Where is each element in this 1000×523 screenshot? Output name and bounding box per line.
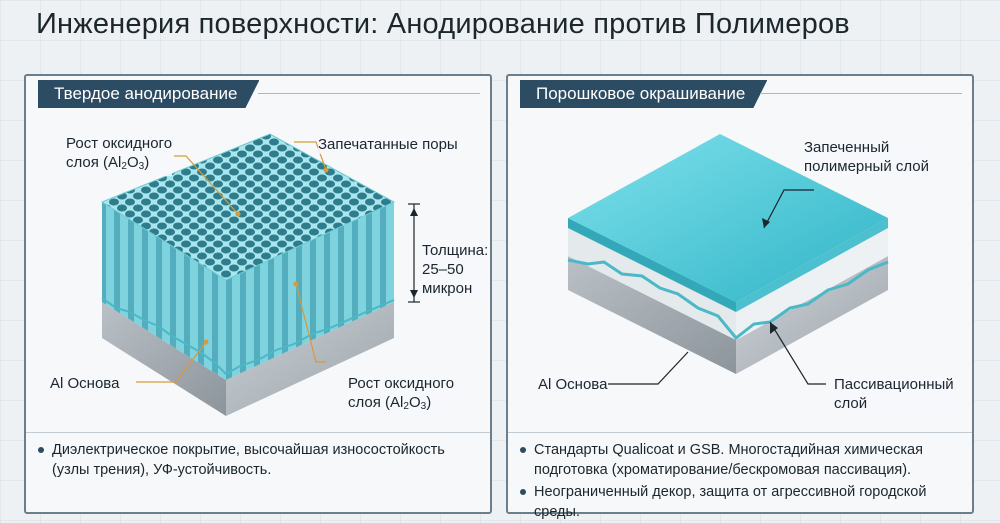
label-thickness: Толщина: 25–50 микрон <box>422 241 489 298</box>
anodized-block-illustration <box>100 133 420 416</box>
label-passivation: Пассивационный слой <box>834 375 954 413</box>
label-sealed-pores: Запечатанные поры <box>318 135 458 154</box>
leader-polymer <box>763 189 814 229</box>
base-left-face <box>568 256 736 374</box>
oxide-columns-right <box>226 202 394 380</box>
panel-divider <box>26 432 490 433</box>
powder-diagram: Запеченный полимерный слой Al Основа Пас… <box>508 112 972 432</box>
passivation-layer-line <box>567 258 889 341</box>
panel-title-accent-line <box>760 93 962 94</box>
label-oxide-growth-top: Рост оксидного слоя (Al2O3) <box>66 134 173 176</box>
leader-oxide-bottom <box>295 283 326 363</box>
panel-divider <box>508 432 972 433</box>
leader-base <box>136 341 207 383</box>
base-right-face <box>736 256 888 374</box>
oxide-columns-left <box>102 202 226 380</box>
page-title: Инженерия поверхности: Анодирование прот… <box>36 8 850 40</box>
label-al-base: Al Основа <box>538 375 608 394</box>
bullet-item: Неограниченный декор, защита от агрессив… <box>520 482 962 522</box>
panel-powder-coating: Порошковое окрашивание <box>506 74 974 520</box>
panel-title-powder: Порошковое окрашивание <box>520 80 767 108</box>
polymer-top-edge-right <box>736 218 888 312</box>
leader-oxide-top <box>174 155 239 215</box>
panel-title-anodizing: Твердое анодирование <box>38 80 259 108</box>
anodizing-diagram: Рост оксидного слоя (Al2O3) Запечатанные… <box>26 112 490 432</box>
coated-block-illustration <box>567 134 889 385</box>
leader-passivation <box>769 321 826 385</box>
bullet-item: Диэлектрическое покрытие, высочайшая изн… <box>38 440 480 480</box>
label-baked-polymer: Запеченный полимерный слой <box>804 138 930 176</box>
label-al-base: Al Основа <box>50 374 120 393</box>
powder-bullets: Стандарты Qualicoat и GSB. Многостадийна… <box>520 440 962 523</box>
oxide-metal-interface <box>101 297 395 376</box>
anodizing-bullets: Диэлектрическое покрытие, высочайшая изн… <box>38 440 480 482</box>
baked-polymer-top <box>568 134 888 302</box>
leader-base <box>608 351 689 385</box>
base-left-face <box>102 302 226 416</box>
polymer-top-edge-left <box>568 218 736 312</box>
panel-hard-anodizing: Твердое анодирование <box>24 74 492 514</box>
sealed-pores-top <box>100 133 396 281</box>
bullet-item: Стандарты Qualicoat и GSB. Многостадийна… <box>520 440 962 480</box>
base-right-face <box>226 302 394 416</box>
panel-title-accent-line <box>258 93 480 94</box>
polymer-side-right <box>736 228 888 340</box>
label-oxide-growth-bottom: Рост оксидного слоя (Al2O3) <box>348 374 455 416</box>
leader-sealed-pores <box>294 141 327 171</box>
